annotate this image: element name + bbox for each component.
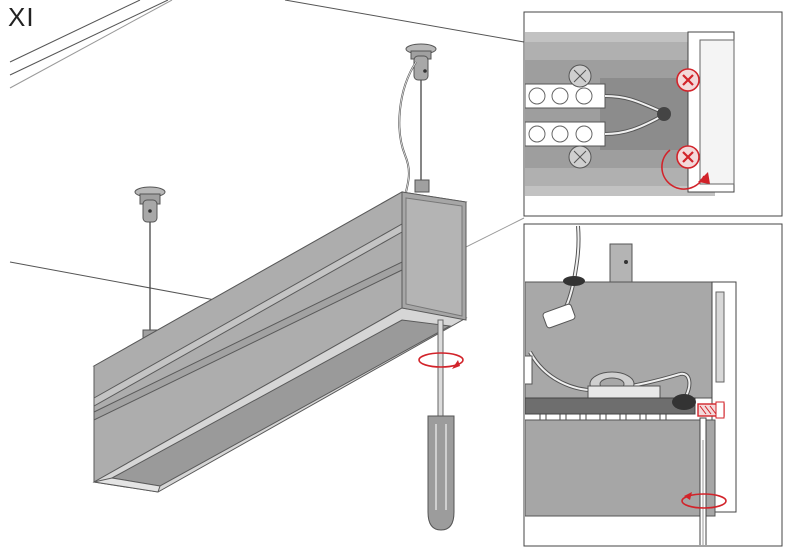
ceiling-lines: [9, 0, 525, 301]
screwdriver: [427, 319, 455, 531]
detail-panel-top: [523, 11, 783, 217]
screw-icon: [568, 145, 592, 169]
remove-screw-icon: [676, 68, 700, 92]
step-label: XI: [8, 2, 35, 32]
luminaire-housing: [92, 191, 468, 493]
remove-screw-icon: [676, 145, 700, 169]
ceiling-mount-left: [134, 186, 166, 339]
ceiling-mount-right: [398, 43, 437, 193]
rotate-arrow-icon: [681, 492, 727, 509]
screw-icon: [568, 64, 592, 88]
detail-panel-bottom: [523, 223, 783, 547]
screw-icon: [697, 401, 725, 419]
rotate-arrow-icon: [418, 352, 464, 369]
rotate-arrow-icon: [661, 149, 705, 190]
